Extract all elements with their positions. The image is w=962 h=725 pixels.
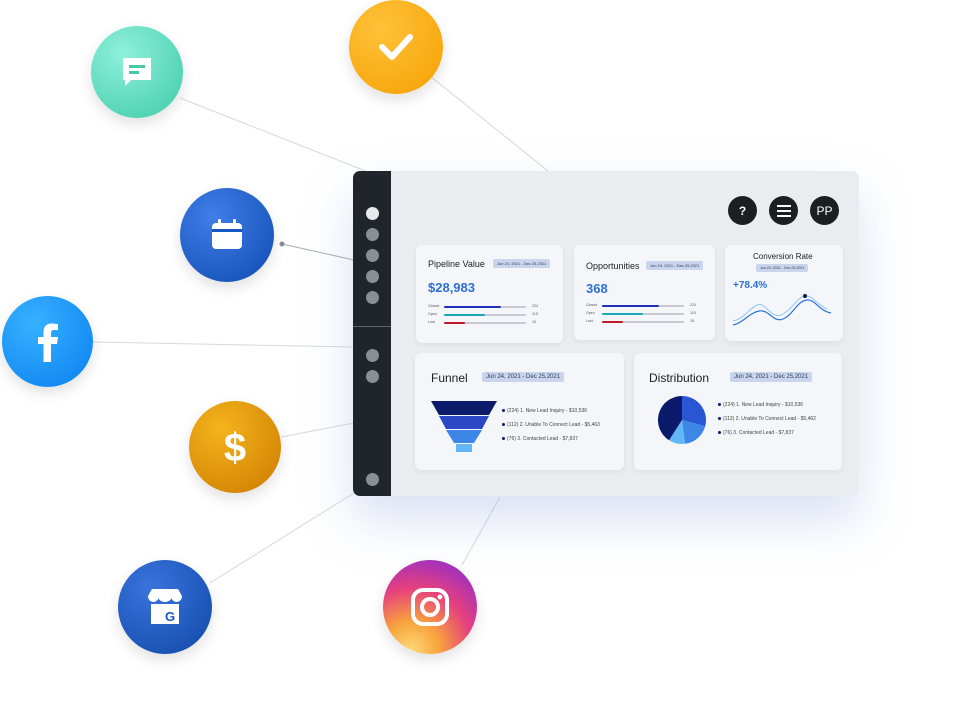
pipeline-row-label: Lost xyxy=(428,320,435,324)
facebook-icon xyxy=(2,296,93,387)
opportunities-row-label: Open xyxy=(586,311,595,315)
pipeline-row-track xyxy=(444,314,526,316)
pipeline-row-track xyxy=(444,306,526,308)
distribution-legend-3: (76) 3. Contacted Lead - $7,837 xyxy=(718,430,794,436)
opportunities-row-fill xyxy=(602,321,623,323)
hamburger-menu-icon xyxy=(776,204,791,217)
funnel-title: Funnel xyxy=(431,371,468,385)
sidebar-item-4[interactable] xyxy=(366,270,379,283)
menu-button[interactable] xyxy=(769,196,798,225)
opportunities-row-track xyxy=(602,313,684,315)
funnel-card: Funnel Jun 24, 2021 - Dec 25,2021 (224) … xyxy=(415,353,624,470)
opportunities-date-badge[interactable]: Jun 24, 2021 - Dec 25,2021 xyxy=(646,261,704,270)
help-button[interactable]: ? xyxy=(728,196,757,225)
pipeline-row-fill xyxy=(444,306,502,308)
chat-message-icon xyxy=(91,26,183,118)
funnel-chart xyxy=(431,401,497,452)
avatar-button[interactable]: PP xyxy=(810,196,839,225)
opportunities-row-label: Lost xyxy=(586,319,593,323)
pipeline-date-badge[interactable]: Jun 24, 2021 - Dec 25,2021 xyxy=(493,259,551,268)
opportunities-row-fill xyxy=(602,313,643,315)
distribution-pie-chart xyxy=(657,395,707,444)
pipeline-row-track xyxy=(444,322,526,324)
calendar-icon xyxy=(180,188,274,282)
sidebar-divider xyxy=(353,326,391,327)
sidebar-item-6[interactable] xyxy=(366,349,379,362)
svg-text:$: $ xyxy=(224,426,246,470)
sidebar-item-settings[interactable] xyxy=(366,473,379,486)
google-my-business-icon: G xyxy=(118,560,212,654)
opportunities-row-count: 115 xyxy=(690,311,696,315)
conversion-rate-card: Conversion Rate Jun 24, 2021 - Dec 25,20… xyxy=(725,245,843,341)
pipeline-row-label: Open xyxy=(428,312,437,316)
pipeline-row-count: 115 xyxy=(532,312,538,316)
pipeline-value-card: Pipeline Value Jun 24, 2021 - Dec 25,202… xyxy=(416,245,563,343)
dashboard-window: ? PP Pipeline Value Jun 24, 2021 - Dec 2… xyxy=(353,171,859,496)
opportunities-card: Opportunities Jun 24, 2021 - Dec 25,2021… xyxy=(574,245,715,340)
funnel-legend-2: (112) 2. Unable To Connect Lead - $5,463 xyxy=(502,422,600,428)
opportunities-row-3: Lost 15 xyxy=(586,319,696,325)
distribution-date-badge[interactable]: Jun 24, 2021 - Dec 25,2021 xyxy=(730,372,813,382)
sidebar-item-2[interactable] xyxy=(366,228,379,241)
funnel-date-badge[interactable]: Jun 24, 2021 - Dec 25,2021 xyxy=(482,372,565,382)
funnel-legend-1: (224) 1. New Lead Inquiry - $10,536 xyxy=(502,408,587,414)
sidebar-item-1[interactable] xyxy=(366,207,379,220)
distribution-legend-1: (224) 1. New Lead Inquiry - $10,536 xyxy=(718,402,803,408)
pipeline-row-fill xyxy=(444,314,485,316)
pipeline-value: $28,983 xyxy=(428,280,475,295)
distribution-legend-2: (112) 2. Unable To Connect Lead - $5,462 xyxy=(718,416,816,422)
pipeline-row-fill xyxy=(444,322,465,324)
pipeline-row-3: Lost 15 xyxy=(428,320,538,326)
conversion-title: Conversion Rate xyxy=(753,252,813,261)
pipeline-row-count: 15 xyxy=(532,320,536,324)
conversion-line-chart xyxy=(732,294,832,326)
opportunities-row-count: 224 xyxy=(690,303,696,307)
opportunities-value: 368 xyxy=(586,281,608,296)
opportunities-row-2: Open 115 xyxy=(586,311,696,317)
checkmark-icon xyxy=(349,0,443,94)
conversion-value: +78.4% xyxy=(733,280,768,291)
conversion-date-badge[interactable]: Jun 24, 2021 - Dec 25,2021 xyxy=(756,264,809,272)
sidebar-item-7[interactable] xyxy=(366,370,379,383)
pipeline-row-1: Closed 224 xyxy=(428,304,538,310)
pipeline-row-count: 224 xyxy=(532,304,538,308)
svg-text:G: G xyxy=(165,609,175,624)
opportunities-row-track xyxy=(602,321,684,323)
sidebar-item-5[interactable] xyxy=(366,291,379,304)
opportunities-row-fill xyxy=(602,305,660,307)
pipeline-row-label: Closed xyxy=(428,304,440,308)
distribution-card: Distribution Jun 24, 2021 - Dec 25,2021 … xyxy=(634,353,842,470)
help-icon: ? xyxy=(738,203,747,218)
opportunities-row-track xyxy=(602,305,684,307)
opportunities-row-count: 15 xyxy=(690,319,694,323)
pipeline-row-2: Open 115 xyxy=(428,312,538,318)
instagram-icon xyxy=(383,560,477,654)
opportunities-row-1: Closed 224 xyxy=(586,303,696,309)
opportunities-row-label: Closed xyxy=(586,303,598,307)
conversion-peak-marker xyxy=(803,294,807,298)
avatar-initials: PP xyxy=(816,203,833,218)
sidebar-item-3[interactable] xyxy=(366,249,379,262)
opportunities-title: Opportunities xyxy=(586,261,640,271)
dollar-icon: $ xyxy=(189,401,281,493)
funnel-legend-3: (76) 3. Contacted Lead - $7,837 xyxy=(502,436,578,442)
pipeline-title: Pipeline Value xyxy=(428,259,485,269)
sidebar xyxy=(353,171,391,496)
distribution-title: Distribution xyxy=(649,371,710,385)
